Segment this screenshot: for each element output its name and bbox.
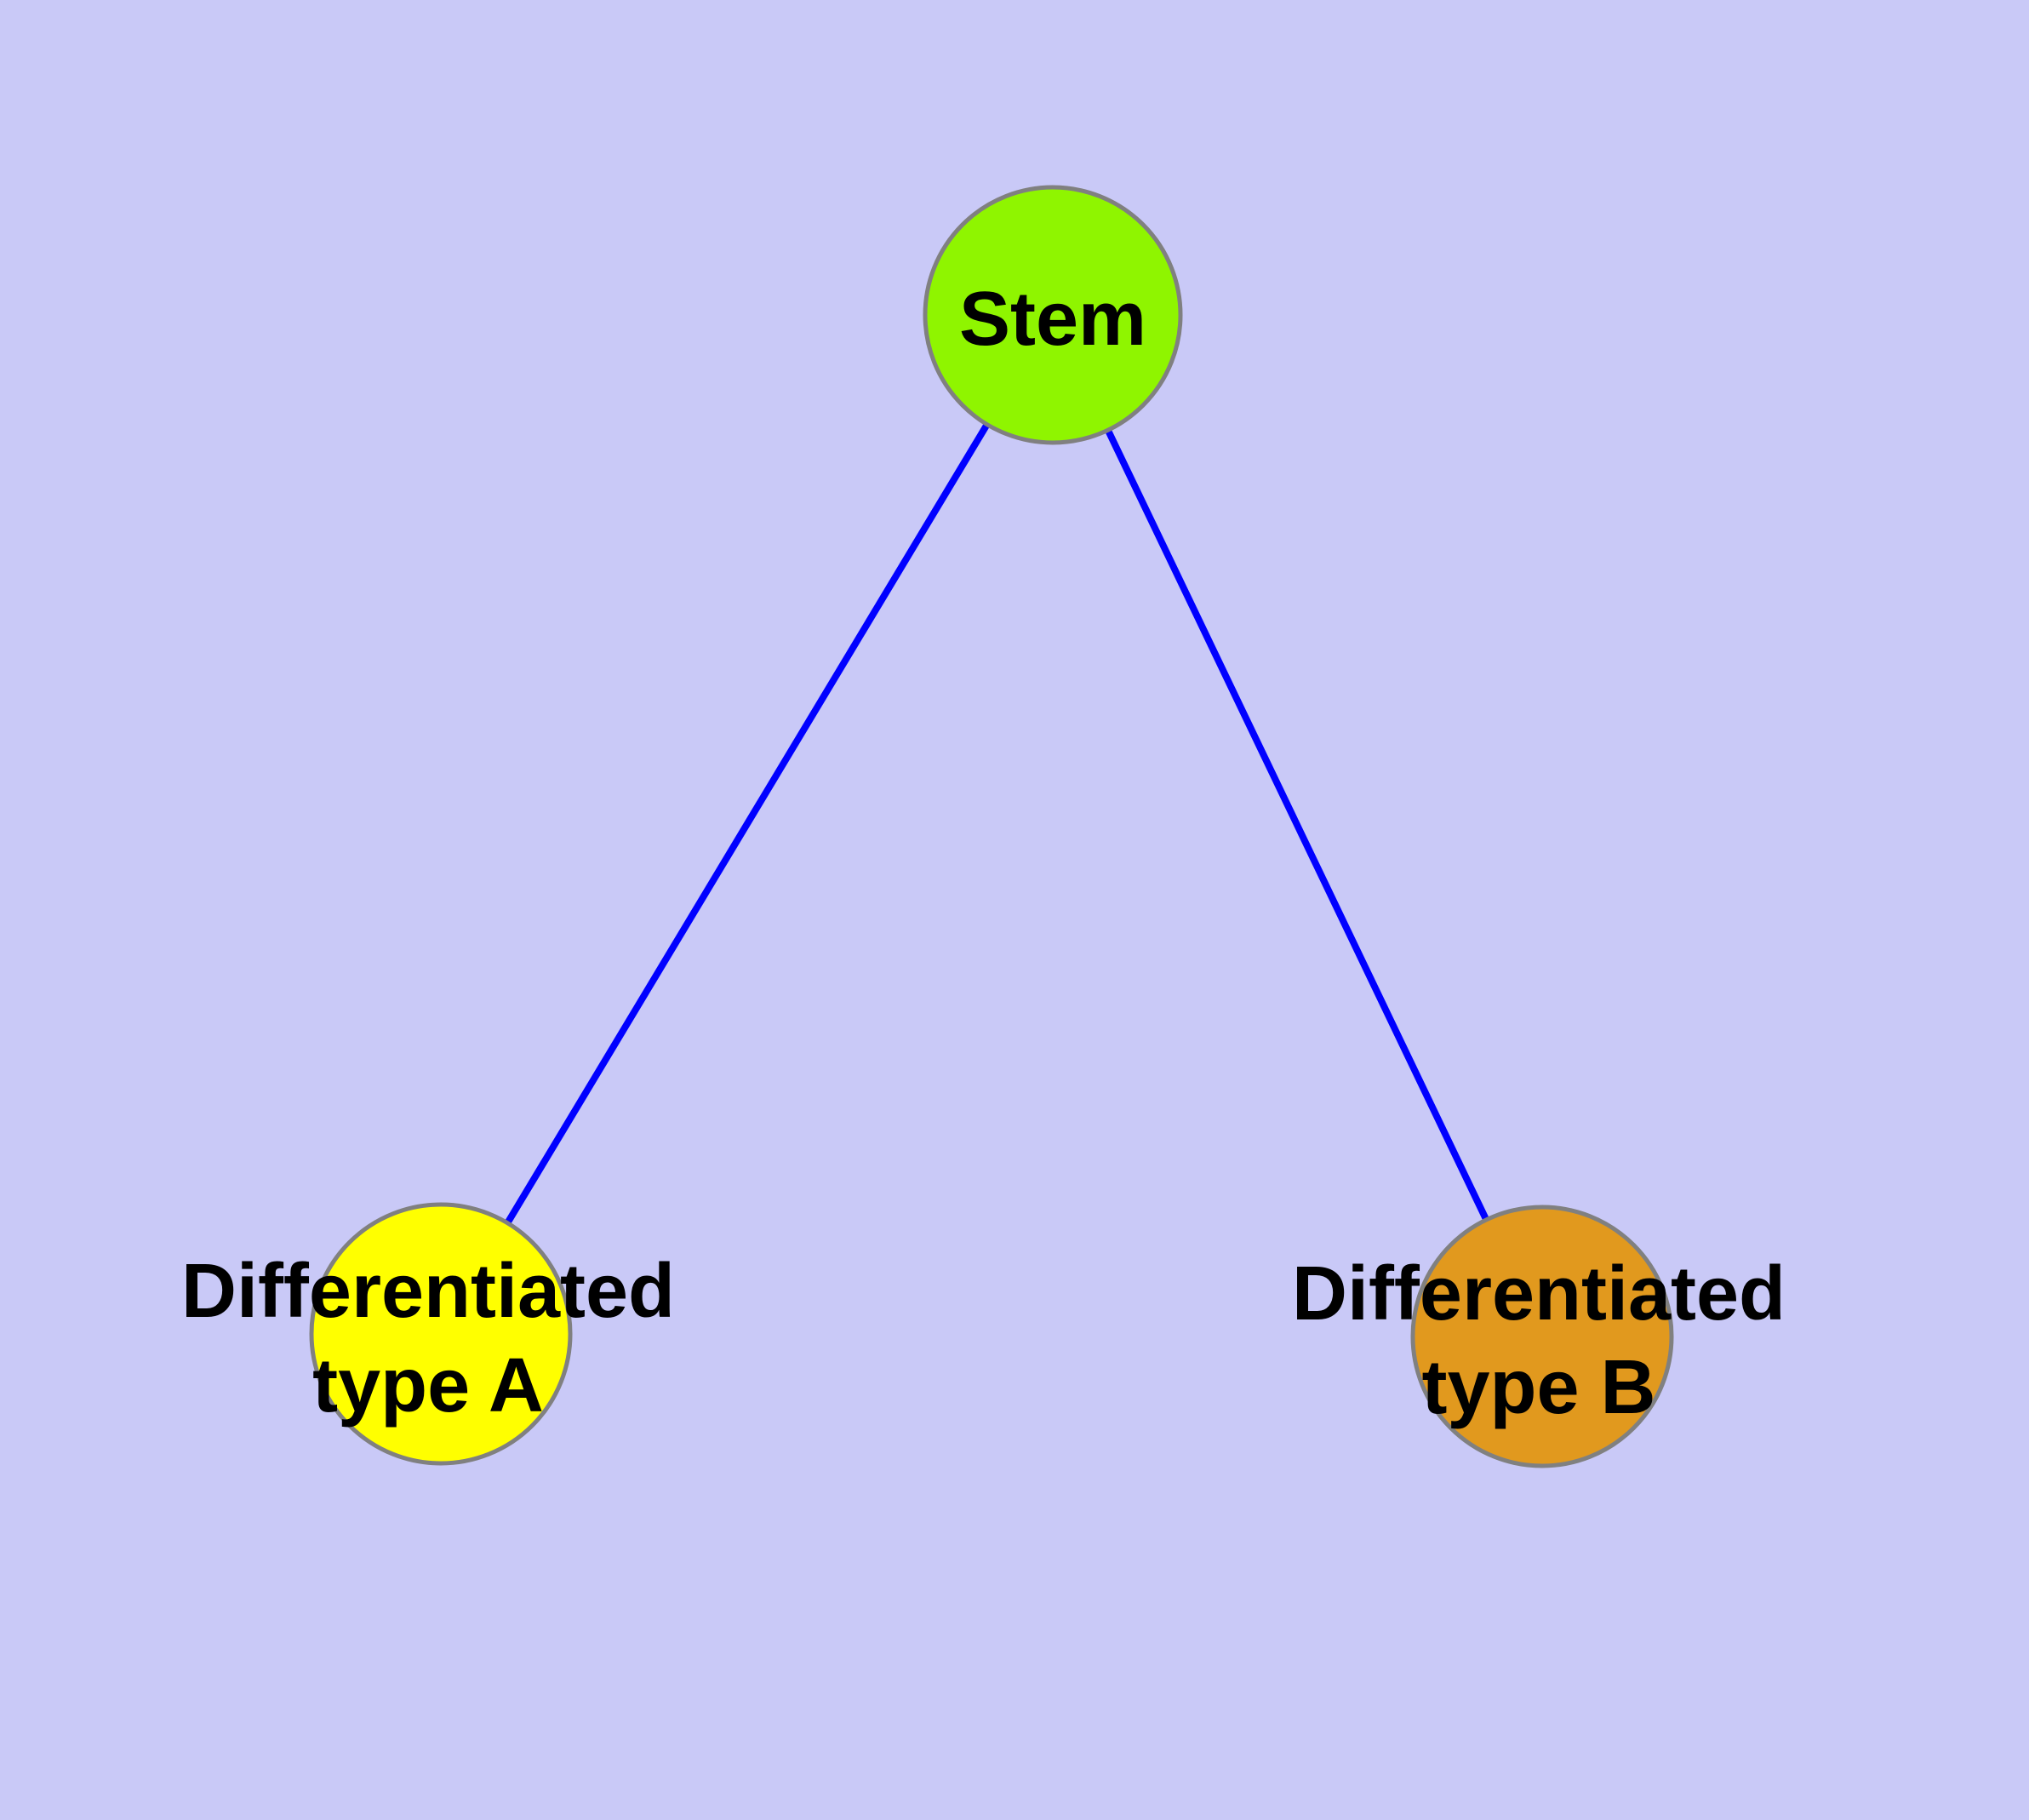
- node-stem-label: Stem: [959, 277, 1146, 362]
- node-type-b: [1410, 1205, 1674, 1468]
- edge-stem-to-type-b: [1049, 313, 1546, 1338]
- node-type-a-label-line1: Differentiated: [181, 1249, 675, 1334]
- edge-stem-to-type-a: [437, 312, 1056, 1336]
- node-type-a-label-line2: type A: [312, 1343, 544, 1428]
- node-stem: [923, 185, 1183, 445]
- node-type-b-label-line2: type B: [1421, 1345, 1655, 1430]
- node-type-b-label-line1: Differentiated: [1292, 1251, 1786, 1336]
- node-type-a: [309, 1202, 573, 1466]
